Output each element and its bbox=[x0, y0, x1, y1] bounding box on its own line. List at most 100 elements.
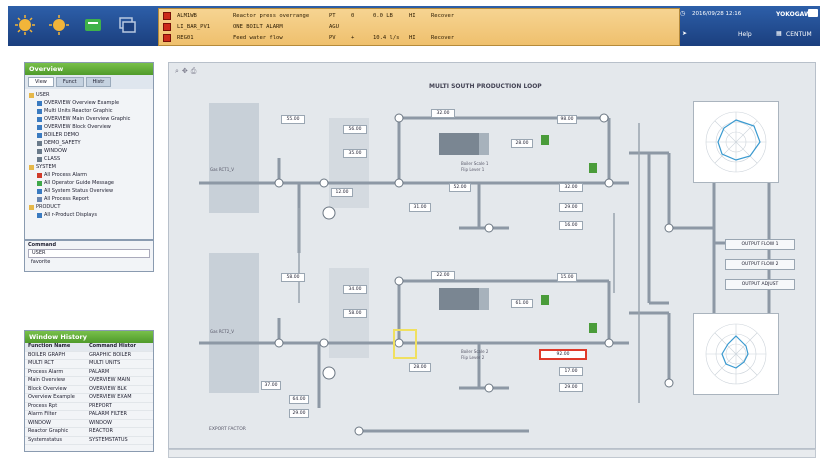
alarm-banner[interactable]: ALM1WB Reactor press overrange PT 0 0.0 … bbox=[158, 8, 680, 46]
pan-icon[interactable]: ✥ bbox=[181, 67, 188, 75]
tree-item[interactable]: SYSTEM bbox=[29, 163, 149, 171]
command-input[interactable]: USER bbox=[28, 249, 150, 258]
alarm-row[interactable]: ALM1WB Reactor press overrange PT 0 0.0 … bbox=[163, 10, 454, 21]
process-value[interactable]: 58.00 bbox=[281, 273, 305, 282]
alarm-status: Recover bbox=[431, 34, 455, 41]
column-header: Function Name bbox=[28, 343, 71, 349]
report-icon bbox=[37, 196, 42, 202]
operator-guide-button[interactable] bbox=[80, 12, 106, 38]
tree-item[interactable]: All System Status Overview bbox=[29, 187, 149, 195]
reactor-vessels bbox=[439, 133, 489, 310]
process-value[interactable]: 98.00 bbox=[557, 115, 577, 124]
tree-item[interactable]: CLASS bbox=[29, 155, 149, 163]
command-item[interactable]: favorite bbox=[31, 259, 51, 265]
process-value[interactable]: 55.00 bbox=[281, 115, 305, 124]
zoom-icon[interactable]: ⌕ bbox=[175, 67, 179, 75]
process-value[interactable]: 29.00 bbox=[559, 383, 583, 392]
system-alarm-button[interactable] bbox=[46, 12, 72, 38]
tree-item[interactable]: USER bbox=[29, 91, 149, 99]
tree-item[interactable]: BOILER DEMO bbox=[29, 131, 149, 139]
highlight-frame[interactable] bbox=[393, 329, 417, 359]
tree-item[interactable]: Multi Units Reactor Graphic bbox=[29, 107, 149, 115]
process-value[interactable]: 28.00 bbox=[409, 363, 431, 372]
process-graphic-window[interactable]: ⌕ ✥ ⎙ MULTI SOUTH PRODUCTION LOOP bbox=[168, 62, 816, 449]
tree-item[interactable]: All Operator Guide Message bbox=[29, 179, 149, 187]
tree-item[interactable]: All Process Report bbox=[29, 195, 149, 203]
tree-item-label: BOILER DEMO bbox=[44, 132, 80, 138]
process-value[interactable]: 61.00 bbox=[511, 299, 533, 308]
tree-item[interactable]: DEMO_SAFETY bbox=[29, 139, 149, 147]
login-label[interactable]: CENTUM bbox=[786, 31, 812, 38]
tree-item[interactable]: All r-Product Displays bbox=[29, 211, 149, 219]
tree-item-label: WINDOW bbox=[44, 148, 67, 154]
tree-item[interactable]: OVERVIEW Overview Example bbox=[29, 99, 149, 107]
process-value[interactable]: 32.00 bbox=[431, 109, 455, 118]
process-value[interactable]: 15.00 bbox=[557, 273, 577, 282]
alarm-row[interactable]: LI_BAR_PV1 ONE BOILT ALARM AGU bbox=[163, 21, 345, 32]
history-cell: Reactor Graphic bbox=[28, 428, 69, 434]
output-flow-1[interactable]: OUTPUT FLOW 1 bbox=[725, 239, 795, 250]
gear-icon bbox=[37, 156, 42, 162]
horizontal-scrollbar[interactable] bbox=[168, 449, 816, 458]
process-value[interactable]: 37.00 bbox=[261, 381, 281, 390]
feed-tank-block bbox=[209, 103, 259, 213]
process-value[interactable]: 28.00 bbox=[511, 139, 533, 148]
tree-item[interactable]: OVERVIEW Block Overview bbox=[29, 123, 149, 131]
output-flow-2[interactable]: OUTPUT FLOW 2 bbox=[725, 259, 795, 270]
output-adjust[interactable]: OUTPUT ADJUST bbox=[725, 279, 795, 290]
image-icon[interactable] bbox=[808, 9, 818, 17]
process-value[interactable]: 17.00 bbox=[559, 367, 583, 376]
tab-view[interactable]: View bbox=[28, 77, 54, 87]
arrow-icon[interactable]: ➤ bbox=[682, 30, 688, 37]
graphic-icon bbox=[37, 116, 42, 122]
process-value[interactable]: 58.00 bbox=[343, 309, 367, 318]
process-alarm-button[interactable] bbox=[12, 12, 38, 38]
tab-funct[interactable]: Funct bbox=[55, 77, 84, 87]
tree-item[interactable]: All Process Alarm bbox=[29, 171, 149, 179]
process-value[interactable]: 32.00 bbox=[559, 183, 583, 192]
process-value[interactable]: 34.00 bbox=[343, 285, 367, 294]
login-icon[interactable]: ▦ bbox=[776, 30, 782, 37]
process-value[interactable]: 16.00 bbox=[559, 221, 583, 230]
tree-item-label: DEMO_SAFETY bbox=[44, 140, 81, 146]
history-cell: OVERVIEW EXAM bbox=[89, 394, 132, 400]
history-cell: Process Alarm bbox=[28, 368, 64, 375]
feed-tank-block bbox=[209, 253, 259, 393]
help-label[interactable]: Help bbox=[738, 31, 752, 38]
tree-item[interactable]: WINDOW bbox=[29, 147, 149, 155]
window-call-button[interactable] bbox=[114, 12, 140, 38]
process-value[interactable]: 52.00 bbox=[449, 183, 471, 192]
process-value[interactable]: 22.00 bbox=[431, 271, 455, 280]
tree-item-label: All System Status Overview bbox=[44, 188, 114, 194]
alarm-row[interactable]: REG01 Feed water flow PV + 10.4 l/s HI R… bbox=[163, 32, 454, 43]
process-value[interactable]: 64.00 bbox=[289, 395, 309, 404]
selected-value[interactable]: 92.00 bbox=[539, 349, 587, 360]
process-value[interactable]: 56.00 bbox=[343, 125, 367, 134]
process-value[interactable]: 31.00 bbox=[409, 203, 431, 212]
process-value[interactable]: 29.00 bbox=[289, 409, 309, 418]
bottom-label: EXPORT FACTOR bbox=[209, 427, 246, 432]
process-value[interactable]: 29.00 bbox=[559, 203, 583, 212]
process-value[interactable]: 12.00 bbox=[331, 188, 353, 197]
system-message-bar: ALM1WB Reactor press overrange PT 0 0.0 … bbox=[8, 6, 820, 46]
process-value[interactable]: 35.00 bbox=[343, 149, 367, 158]
tree-item[interactable]: PRODUCT bbox=[29, 203, 149, 211]
tree-item[interactable]: OVERVIEW Main Overview Graphic bbox=[29, 115, 149, 123]
history-cell: MULTI UNITS bbox=[89, 360, 121, 366]
history-cell: Main Overview bbox=[28, 377, 66, 383]
graphic-icon bbox=[37, 108, 42, 114]
print-icon[interactable]: ⎙ bbox=[190, 67, 197, 75]
tab-histr[interactable]: Histr bbox=[85, 77, 112, 87]
